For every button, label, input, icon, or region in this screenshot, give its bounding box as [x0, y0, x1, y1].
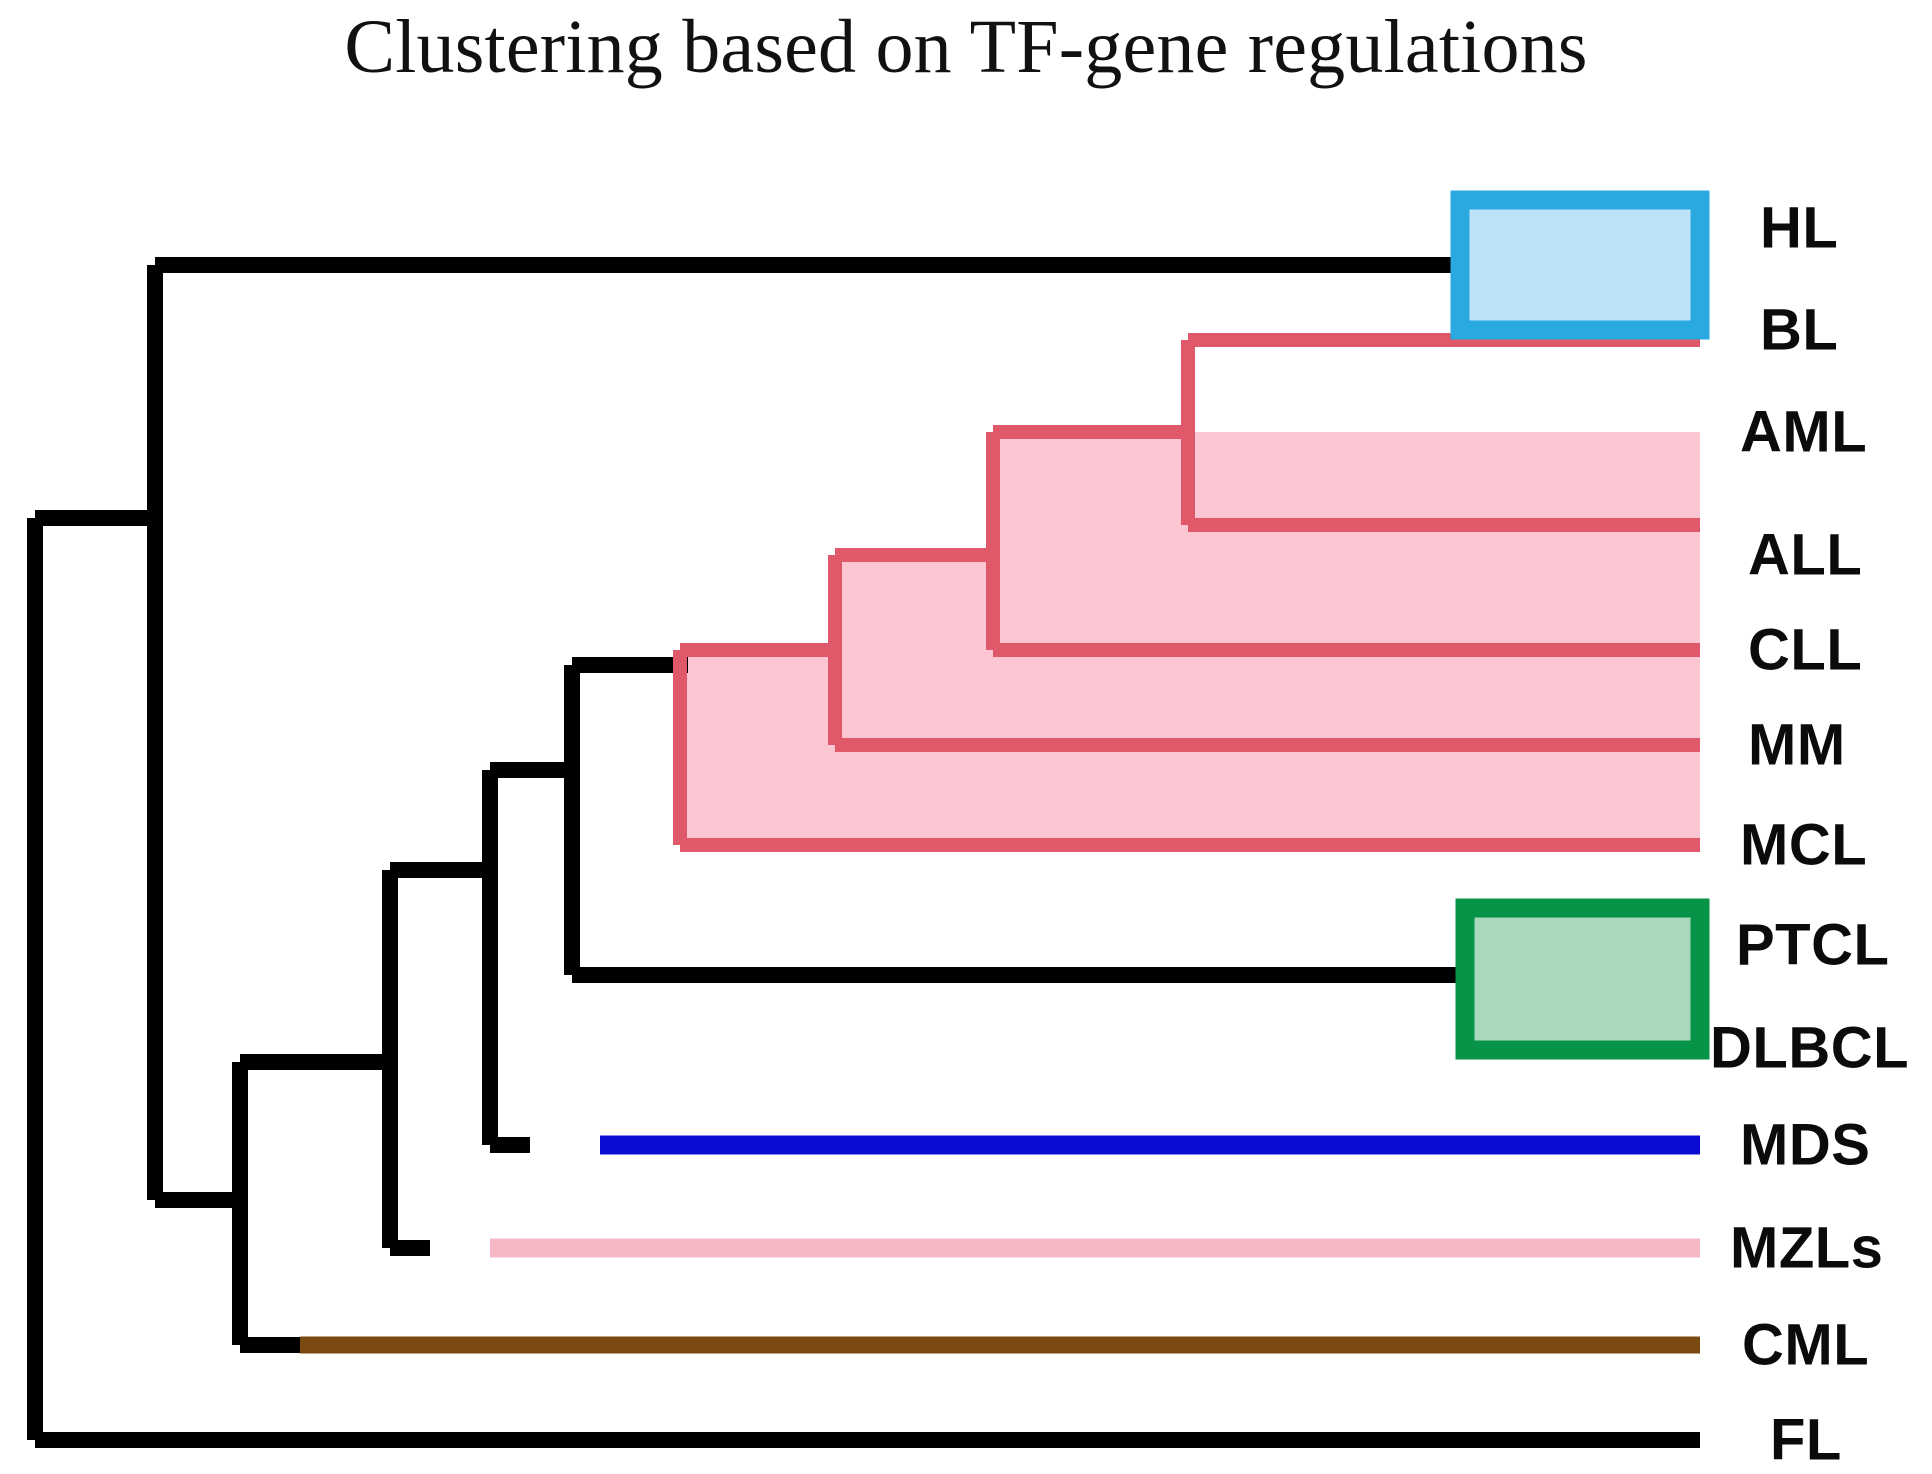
leaf-label-fl: FL [1770, 1407, 1842, 1473]
leaf-label-ptcl: PTCL [1736, 912, 1890, 978]
blue-cluster-fill [1460, 200, 1700, 330]
leaf-label-cll: CLL [1748, 617, 1863, 683]
blue-cluster-box [1450, 190, 1710, 340]
leaf-label-dlbcl: DLBCL [1710, 1015, 1910, 1081]
black-branches [27, 257, 1700, 1448]
leaf-label-aml: AML [1740, 399, 1868, 465]
pink-cluster-fill [680, 432, 1700, 845]
leaf-label-mm: MM [1748, 712, 1846, 778]
pink-cluster-branches [673, 333, 1700, 852]
leaf-label-cml: CML [1742, 1312, 1870, 1378]
leaf-label-mcl: MCL [1740, 812, 1868, 878]
green-cluster-box [1455, 898, 1710, 1060]
leaf-label-bl: BL [1760, 297, 1839, 363]
green-cluster-fill [1465, 908, 1700, 1050]
leaf-label-mds: MDS [1740, 1112, 1871, 1178]
leaf-label-hl: HL [1760, 195, 1839, 261]
leaf-label-all: ALL [1748, 522, 1863, 588]
figure-title: Clustering based on TF-gene regulations [344, 5, 1588, 89]
leaf-label-mzls: MZLs [1730, 1215, 1884, 1281]
